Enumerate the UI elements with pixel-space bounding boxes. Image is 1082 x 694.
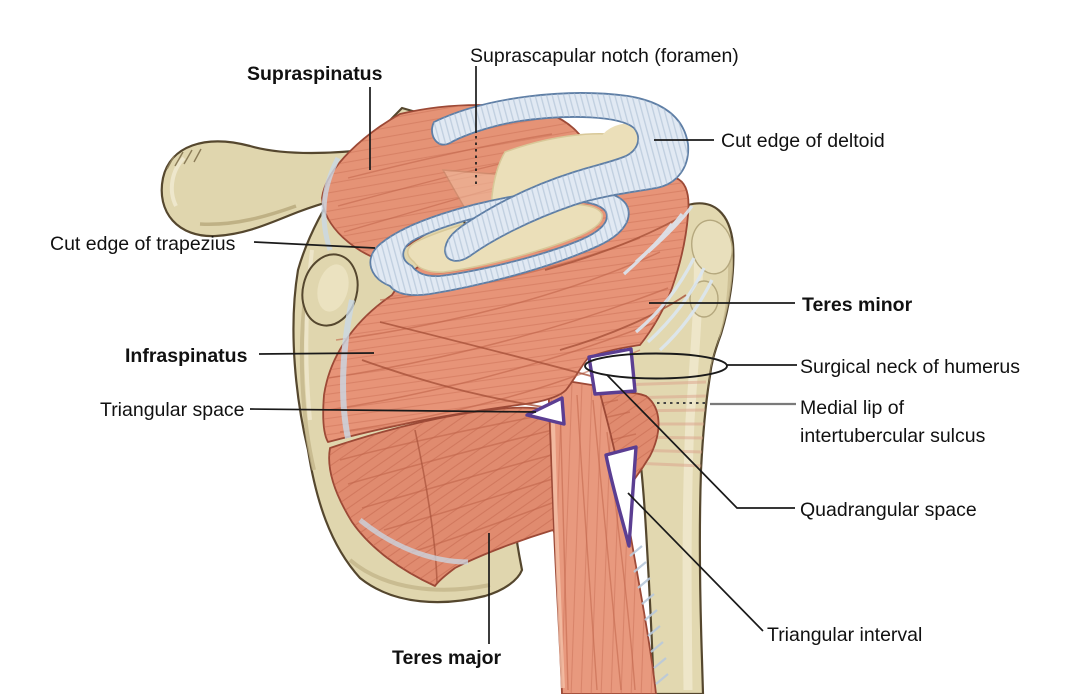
label-teres-minor: Teres minor <box>802 294 913 316</box>
surgical-neck-ellipse <box>584 352 728 380</box>
label-teres-major: Teres major <box>392 647 502 669</box>
clavicle-hatching <box>166 148 202 170</box>
cut-edge-trapezius-leader-line <box>253 241 376 249</box>
quadrangular-space-leader-line <box>606 374 795 509</box>
quadrangular-space-shape <box>587 347 637 396</box>
triangular-space-shape <box>525 396 566 426</box>
triceps-cut-fringe <box>629 545 669 685</box>
label-supraspinatus: Supraspinatus <box>247 63 383 85</box>
anatomical-spaces <box>525 347 638 548</box>
label-cut-edge-trapezius: Cut edge of trapezius <box>50 233 236 255</box>
fascia-cut-edges <box>369 92 690 297</box>
muscle-division-lines <box>361 213 687 408</box>
triangular-interval-leader-line <box>627 492 764 632</box>
muscles-deep <box>328 377 669 694</box>
infraspinatus-leader-line <box>258 352 375 355</box>
label-cut-edge-deltoid: Cut edge of deltoid <box>721 130 885 152</box>
triangular-space-leader-line <box>249 408 537 413</box>
label-infraspinatus: Infraspinatus <box>125 345 248 367</box>
leader-lines <box>249 66 797 644</box>
label-quadrangular-space: Quadrangular space <box>800 499 977 521</box>
greater-tubercle <box>691 219 733 275</box>
label-triangular-space: Triangular space <box>100 399 245 421</box>
label-triangular-interval: Triangular interval <box>767 624 923 646</box>
label-medial-lip: Medial lip of intertubercular sulcus <box>800 397 986 447</box>
triangular-interval-shape <box>604 445 638 548</box>
tendon-fan <box>622 205 714 352</box>
label-suprascapular-notch: Suprascapular notch (foramen) <box>470 45 739 67</box>
label-surgical-neck: Surgical neck of humerus <box>800 356 1021 378</box>
